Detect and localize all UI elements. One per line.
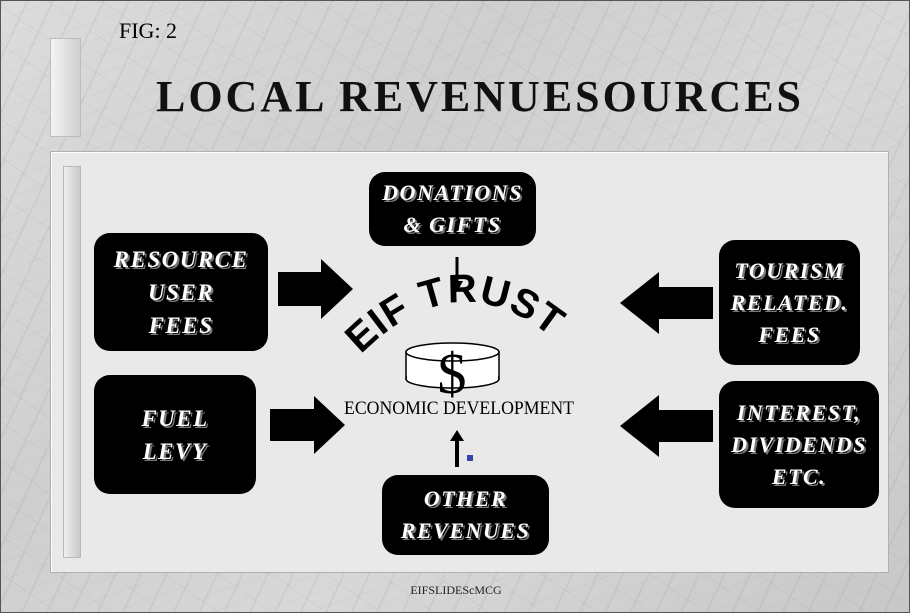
figure-label: FIG: 2 <box>119 18 178 43</box>
source-label-fuel-levy: FUEL LEVY <box>141 405 209 464</box>
panel-bevel-decoration <box>63 166 81 558</box>
arrow-tourism-related-fees <box>620 272 713 334</box>
footer-text: EIFSLIDEScMCG <box>410 583 502 597</box>
source-label-donations-gifts: DONATIONS & GIFTS <box>382 180 523 237</box>
arrow-donations-gifts <box>451 257 463 292</box>
source-box-tourism-related-fees: TOURISM RELATED. FEES <box>719 240 860 365</box>
source-box-other-revenues: OTHER REVENUES <box>382 475 549 555</box>
source-box-donations-gifts: DONATIONS & GIFTS <box>369 172 536 246</box>
slide-title: LOCAL REVENUESOURCES <box>155 72 805 121</box>
source-box-resource-user-fees: RESOURCE USER FEES <box>94 233 268 351</box>
source-box-interest-dividends: INTEREST, DIVIDENDS ETC. <box>719 381 879 508</box>
center-caption: ECONOMIC DEVELOPMENT <box>344 398 574 419</box>
arrow-fuel-levy <box>270 396 345 454</box>
arrow-interest-dividends <box>620 395 713 457</box>
small-marker <box>467 455 473 461</box>
dollar-symbol: $ <box>438 341 467 406</box>
title-bevel-decoration <box>50 38 81 137</box>
arrow-other-revenues <box>450 430 464 467</box>
source-label-tourism-related-fees: TOURISM RELATED. FEES <box>730 257 849 347</box>
source-box-fuel-levy: FUEL LEVY <box>94 375 256 494</box>
source-label-resource-user-fees: RESOURCE USER FEES <box>113 246 249 338</box>
source-label-interest-dividends: INTEREST, DIVIDENDS ETC. <box>731 399 867 489</box>
arrow-resource-user-fees <box>278 259 353 319</box>
coin-icon <box>405 342 500 389</box>
source-label-other-revenues: OTHER REVENUES <box>400 486 531 543</box>
